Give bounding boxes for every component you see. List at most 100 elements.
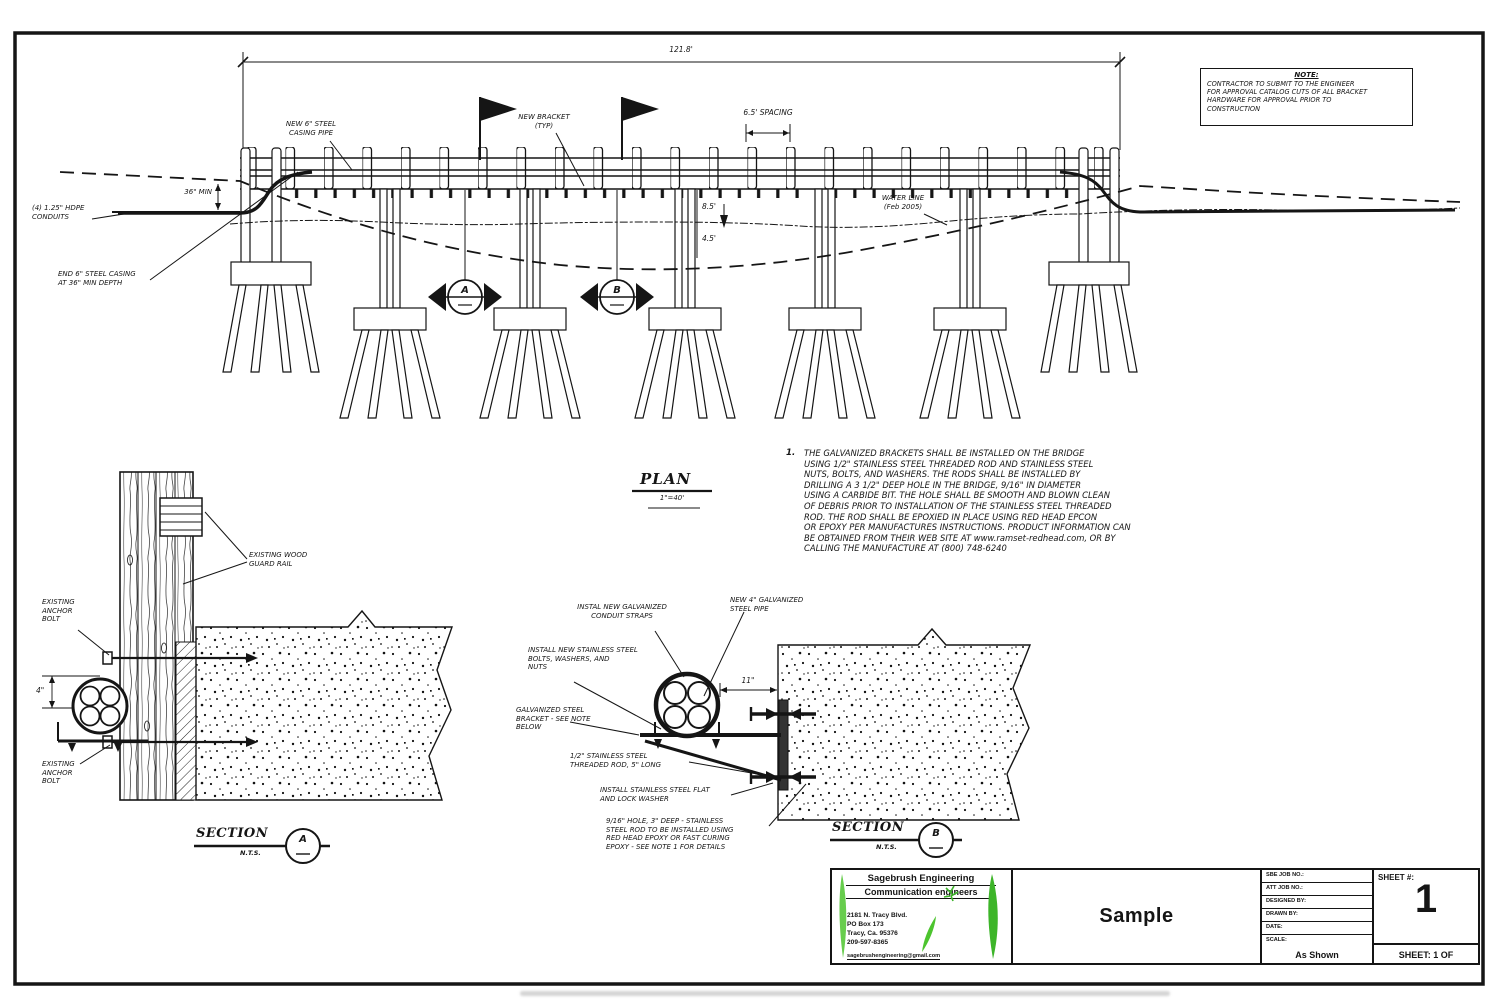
field-date: DATE:	[1262, 922, 1372, 935]
plan-leaders	[91, 132, 948, 281]
label-anchor-bolt-bottom: EXISTING ANCHOR BOLT	[42, 760, 75, 786]
title-block: Sagebrush Engineering Communication engi…	[830, 868, 1480, 965]
label-anchor-bolt-top: EXISTING ANCHOR BOLT	[42, 598, 75, 624]
section-a-leaders	[77, 511, 248, 765]
address-line-2: PO Box 173	[847, 921, 884, 928]
dim-11in-label: 11"	[741, 676, 755, 685]
section-a-view	[42, 471, 453, 864]
station-flag-b	[621, 97, 659, 160]
dim-4in-label: 4"	[36, 686, 45, 695]
project-title: Sample	[1099, 905, 1174, 927]
ground-line	[59, 171, 1461, 271]
dim-water-ground-label: 4.5'	[702, 234, 716, 243]
section-b-leaders	[569, 611, 807, 827]
section-b-title-mark	[830, 822, 962, 858]
label-galv-pipe: NEW 4" GALVANIZED STEEL PIPE	[730, 596, 804, 613]
concrete-wall	[777, 627, 1032, 821]
section-marker-b-letter: B	[613, 285, 621, 296]
sheet-frame	[13, 31, 1485, 986]
section-b-title: SECTION	[832, 820, 905, 835]
label-guard-rail: EXISTING WOOD GUARD RAIL	[249, 551, 308, 568]
sheet-number-label: SHEET #:	[1378, 873, 1415, 882]
note-box-title: NOTE:	[1294, 71, 1319, 79]
label-casing-pipe: NEW 6" STEEL CASING PIPE	[285, 120, 337, 137]
pile-section-hatch	[175, 641, 199, 801]
label-threaded-rod: 1/2" STAINLESS STEEL THREADED ROD, 5" LO…	[570, 752, 662, 769]
sheet-number: 1	[1414, 877, 1438, 921]
note-box: NOTE: CONTRACTOR TO SUBMIT TO THE ENGINE…	[1200, 68, 1413, 126]
pier-bent-5	[919, 188, 1021, 419]
dim-spacing-label: 6.5' SPACING	[743, 108, 793, 117]
bracket-arm	[640, 722, 782, 782]
conduit-riser-right	[1059, 170, 1456, 214]
anchor-bolt-top	[102, 651, 258, 665]
label-flat-lock-washer: INSTALL STAINLESS STEEL FLAT AND LOCK WA…	[600, 786, 710, 803]
field-att-job: ATT JOB NO.:	[1262, 883, 1372, 896]
bracket-back-plate	[778, 699, 789, 791]
address-line-1: 2181 N. Tracy Blvd.	[847, 912, 908, 919]
general-note-text: THE GALVANIZED BRACKETS SHALL BE INSTALL…	[804, 448, 1131, 554]
field-sbe-job: SBE JOB NO.:	[1262, 870, 1372, 883]
screen-edge-smudge	[520, 991, 1170, 996]
field-designed-by: DESIGNED BY:	[1262, 896, 1372, 909]
section-a-circle-letter: A	[299, 834, 307, 845]
label-conduit-straps: INSTAL NEW GALVANIZED CONDUIT STRAPS	[577, 603, 667, 620]
company-tagline: Communication engineers	[846, 887, 996, 899]
pier-bent-3	[634, 188, 736, 419]
label-galv-bracket: GALVANIZED STEEL BRACKET - SEE NOTE BELO…	[516, 706, 591, 732]
label-end-casing: END 6" STEEL CASING AT 36" MIN DEPTH	[58, 270, 136, 287]
project-title-cell: Sample	[1013, 870, 1262, 963]
dim-deck-water-label: 8.5'	[702, 202, 716, 211]
section-marker-a-letter: A	[461, 285, 469, 296]
label-water-line: WATER LINE (Feb 2005)	[881, 194, 925, 211]
title-block-fields: SBE JOB NO.: ATT JOB NO.: DESIGNED BY: D…	[1262, 870, 1374, 963]
dim-min-depth	[215, 184, 221, 210]
plan-scale: 1"=40'	[659, 494, 685, 502]
sheet-of: SHEET: 1 OF	[1374, 943, 1478, 963]
sagebrush-logo-art	[839, 874, 998, 959]
sheet-number-cell: SHEET #: 1 SHEET: 1 OF	[1374, 870, 1478, 963]
conduit-pipe-b	[653, 671, 721, 739]
label-hdpe-conduits: (4) 1.25" HDPE CONDUITS	[32, 204, 85, 221]
company-name: Sagebrush Engineering	[846, 873, 996, 886]
title-block-logo-cell: Sagebrush Engineering Communication engi…	[832, 870, 1013, 963]
plan-view	[59, 52, 1461, 509]
company-phone: 209-597-8365	[847, 939, 889, 946]
station-flag-a	[479, 97, 517, 160]
field-drawn-by: DRAWN BY:	[1262, 909, 1372, 922]
field-scale: SCALE: As Shown	[1262, 935, 1372, 963]
section-b-view	[569, 611, 1032, 858]
section-cut-a	[428, 190, 502, 315]
dim-water-depth	[696, 190, 728, 258]
company-email: sagebrushengineering@gmail.com	[847, 953, 941, 960]
scale-value: As Shown	[1295, 950, 1339, 960]
water-line	[229, 207, 1461, 228]
dim-overall	[237, 52, 1126, 150]
threaded-rod-top	[749, 707, 816, 721]
label-new-bracket: NEW BRACKET (TYP)	[518, 113, 570, 130]
dim-11in	[719, 683, 777, 697]
label-epoxy-hole: 9/16" HOLE, 3" DEEP - STAINLESS STEEL RO…	[606, 817, 734, 851]
deck-posts	[247, 147, 1117, 189]
label-ss-hardware: INSTALL NEW STAINLESS STEEL BOLTS, WASHE…	[528, 646, 638, 672]
note-box-body: CONTRACTOR TO SUBMIT TO THE ENGINEER FOR…	[1207, 80, 1368, 113]
general-note-number: 1.	[786, 448, 796, 458]
conduit-bundle-a	[57, 677, 148, 752]
address-line-3: Tracy, Ca. 95376	[847, 930, 898, 937]
plan-title: PLAN	[640, 470, 692, 488]
section-cut-b	[580, 190, 654, 315]
guard-rail-block	[159, 497, 203, 537]
section-a-title: SECTION	[196, 826, 269, 841]
section-b-circle-letter: B	[932, 828, 940, 839]
pier-bent-4	[774, 188, 876, 419]
concrete-deck	[195, 609, 453, 801]
dim-min-depth-label: 36" MIN	[184, 188, 212, 196]
section-b-scale: N.T.S.	[876, 843, 897, 851]
pier-bent-1	[339, 188, 441, 419]
section-a-scale: N.T.S.	[240, 849, 261, 857]
bracket-ticks	[287, 189, 1085, 198]
dim-spacing	[745, 124, 791, 142]
section-a-title-mark	[194, 828, 330, 864]
